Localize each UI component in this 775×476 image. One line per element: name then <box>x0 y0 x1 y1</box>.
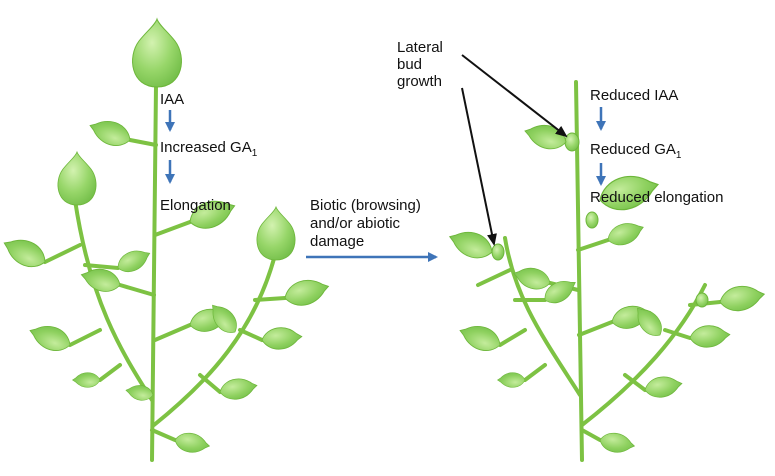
twig <box>576 238 610 252</box>
twig <box>663 328 692 340</box>
leaf <box>113 244 155 277</box>
intact-stems <box>43 83 287 462</box>
damage-label-line1: Biotic (browsing) <box>310 197 421 214</box>
leaf <box>0 231 51 274</box>
twig <box>498 328 527 347</box>
twig <box>580 428 602 442</box>
twig <box>623 373 647 392</box>
twig <box>153 220 192 237</box>
twig <box>153 323 192 342</box>
leaf <box>688 323 732 350</box>
main-stem <box>150 83 158 462</box>
elongation-label: Elongation <box>160 197 231 214</box>
leaf <box>85 114 135 152</box>
lateral-bud <box>695 292 709 308</box>
lateral-bud <box>491 243 505 261</box>
leaf <box>717 281 767 315</box>
twig <box>577 320 614 337</box>
lateral-bud <box>585 211 599 229</box>
leaf <box>281 274 333 311</box>
twig <box>98 363 122 382</box>
leaf <box>72 372 101 388</box>
twig <box>523 363 547 382</box>
reduced-ga-label: Reduced GA1 <box>590 141 682 161</box>
leaf <box>217 375 260 403</box>
leaf <box>604 217 648 250</box>
twig <box>198 373 222 394</box>
lateral-apex-bud <box>256 206 296 261</box>
leaf <box>25 319 75 357</box>
leaf <box>598 430 637 456</box>
damaged-stems <box>476 80 722 462</box>
twig <box>238 328 264 342</box>
reduced-elongation-label: Reduced elongation <box>590 189 723 206</box>
leaf <box>642 373 685 401</box>
leaf <box>455 319 505 357</box>
leaf <box>521 119 570 154</box>
iaa-label: IAA <box>160 91 184 108</box>
lateral-bud <box>564 132 580 152</box>
twig <box>43 243 82 264</box>
twig <box>476 268 512 287</box>
intact-plant: IAA Increased GA1 Elongation <box>0 18 333 462</box>
twig <box>253 296 287 302</box>
reduced-iaa-label: Reduced IAA <box>590 87 678 104</box>
leaf <box>173 430 212 456</box>
lateral-label-line3: growth <box>397 73 442 90</box>
damage-label-line2: and/or abiotic <box>310 215 401 232</box>
right-branch <box>580 283 707 427</box>
twig <box>128 138 158 147</box>
lateral-arrow-to-branch-bud <box>461 87 497 246</box>
left-branch <box>503 236 582 397</box>
left-branch <box>73 198 154 402</box>
lateral-label-line2: bud <box>397 56 422 73</box>
damage-label-line3: damage <box>310 233 364 250</box>
leaf <box>260 325 304 352</box>
lateral-apex-bud <box>57 151 97 206</box>
twig <box>83 263 120 270</box>
intact-leaves <box>0 114 333 456</box>
leaf <box>497 372 526 388</box>
damaged-plant: Lateral bud growth Reduced IAA Reduced G… <box>397 39 767 462</box>
twig <box>68 328 102 347</box>
lateral-label-line1: Lateral <box>397 39 443 56</box>
leaf <box>445 224 497 264</box>
damage-transition: Biotic (browsing) and/or abiotic damage <box>306 197 438 262</box>
apical-bud <box>132 18 182 88</box>
right-branch <box>152 253 277 427</box>
lateral-arrow-to-top-bud <box>461 54 568 138</box>
twig <box>150 428 177 442</box>
lateral-buds <box>491 132 709 308</box>
increased-ga-label: Increased GA1 <box>160 139 258 159</box>
twig <box>118 283 156 297</box>
